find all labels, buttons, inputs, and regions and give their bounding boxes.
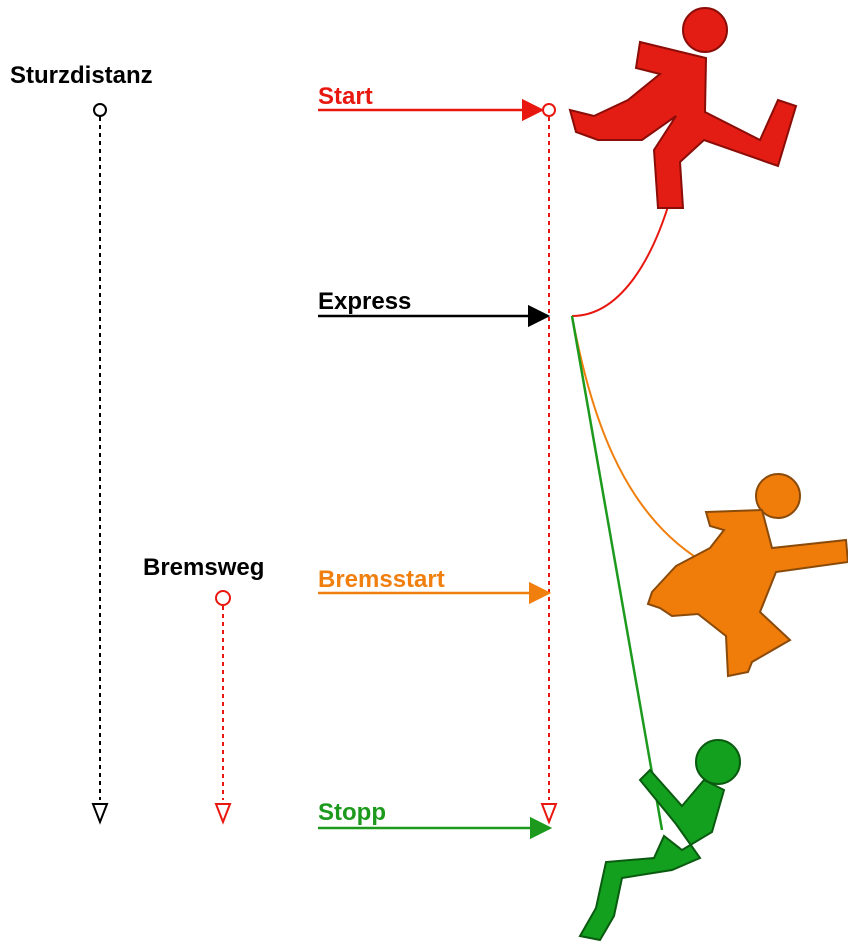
sturzdistanz-end-arrowhead bbox=[91, 803, 109, 825]
stopp-label: Stopp bbox=[318, 799, 386, 826]
bremsweg-measure bbox=[214, 590, 232, 825]
start-label: Start bbox=[318, 83, 373, 110]
sturzdistanz-measure bbox=[91, 103, 109, 825]
rope-start bbox=[571, 199, 671, 317]
wall-start-circle bbox=[542, 103, 556, 117]
express-label: Express bbox=[318, 288, 411, 315]
rope-bremsstart bbox=[571, 315, 701, 561]
bremsstart-label: Bremsstart bbox=[318, 566, 445, 593]
rope-stopp bbox=[570, 315, 664, 831]
bremsweg-end-arrowhead bbox=[214, 803, 232, 825]
wall-line bbox=[540, 103, 558, 825]
sturzdistanz-start-circle bbox=[93, 103, 107, 117]
wall-end-arrowhead bbox=[540, 803, 558, 825]
bremsweg-start-circle bbox=[215, 590, 231, 606]
climber-stopped-icon bbox=[578, 739, 741, 941]
climber-start-icon bbox=[568, 7, 798, 209]
bremsweg-label: Bremsweg bbox=[143, 554, 264, 581]
sturzdistanz-label: Sturzdistanz bbox=[10, 62, 153, 89]
climber-braking-icon bbox=[646, 473, 848, 678]
